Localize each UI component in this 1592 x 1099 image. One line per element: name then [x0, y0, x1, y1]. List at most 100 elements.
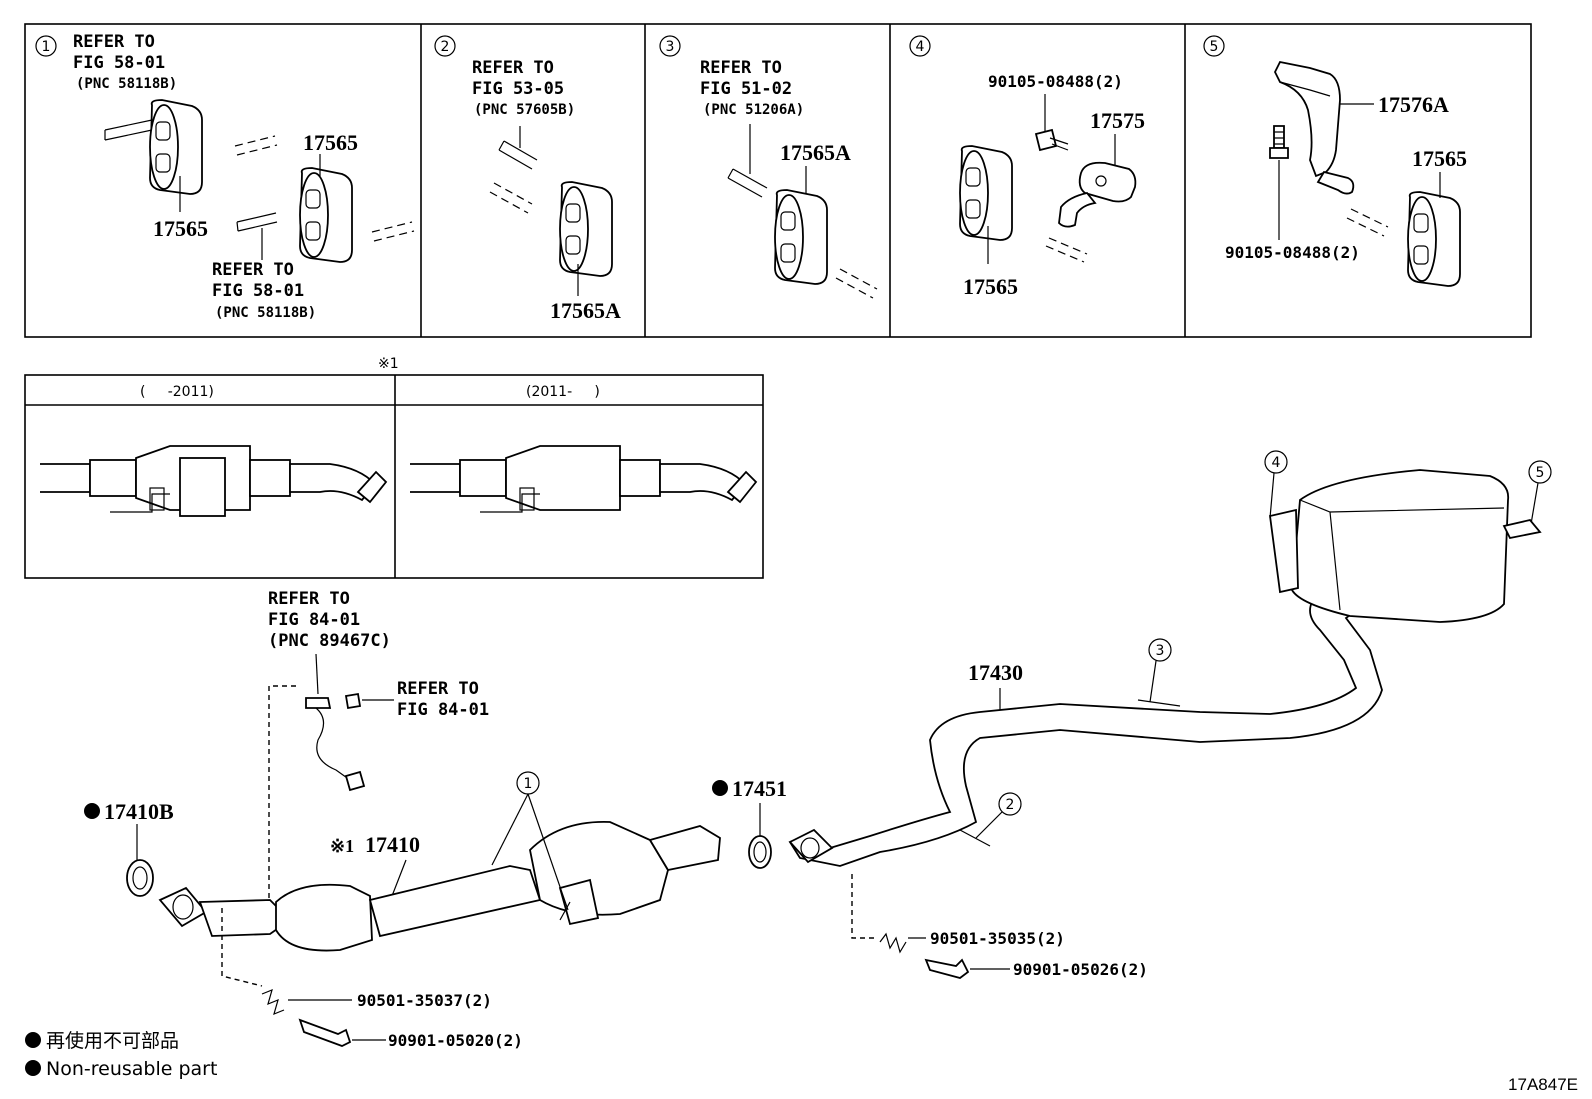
- variant-header-left: ( -2011): [140, 384, 214, 400]
- oxygen-sensor: [305, 697, 332, 709]
- callout-number: 5: [1536, 465, 1545, 481]
- part-number: 17430: [968, 660, 1023, 685]
- front-pipe-group: 17410B ※1 17410 1 90501-35037(2) 90901-0…: [84, 771, 721, 1050]
- part-number: 90105-08488(2): [988, 72, 1123, 91]
- bracket: [558, 878, 600, 926]
- non-reusable-bullet: [84, 803, 100, 819]
- refer-line-3: (PNC 51206A): [703, 102, 804, 118]
- refer-line-1: REFER TO: [268, 589, 350, 609]
- refer-line-1: REFER TO: [73, 32, 155, 52]
- oxygen-sensor-group: REFER TO FIG 84-01 (PNC 89467C) REFER TO…: [268, 589, 489, 900]
- top-panels-frame: [24, 23, 1532, 338]
- illustration-code: 17A847E: [1508, 1075, 1578, 1094]
- rubber-hanger: [559, 181, 613, 277]
- muffler-bracket: [1269, 508, 1299, 594]
- panel-number: 2: [441, 39, 450, 55]
- panel-number: 3: [666, 39, 675, 55]
- refer-line-2: FIG 58-01: [212, 281, 304, 301]
- gasket: [748, 835, 772, 869]
- rubber-hanger: [1407, 191, 1461, 287]
- part-number: 17451: [732, 776, 787, 801]
- panel-4: 4 90105-08488(2) 17575 17565: [909, 35, 1145, 299]
- bolt: [924, 958, 970, 979]
- refer-line-3: (PNC 89467C): [268, 631, 391, 651]
- gasket: [126, 859, 154, 897]
- refer-line-3: (PNC 57605B): [474, 102, 575, 118]
- part-number: 17565: [153, 216, 208, 241]
- part-number: 17565A: [780, 140, 851, 165]
- part-number: 17575: [1090, 108, 1145, 133]
- rubber-hanger: [959, 145, 1013, 241]
- part-number: 17410: [365, 832, 420, 857]
- front-pipe-mark: ※1: [330, 836, 354, 856]
- panel-2: 2 REFER TO FIG 53-05 (PNC 57605B) 17565A: [434, 35, 621, 323]
- callout-number: 4: [1272, 455, 1281, 471]
- callout-number: 2: [1006, 797, 1015, 813]
- bolt: [1269, 125, 1289, 159]
- rubber-hanger: [774, 189, 828, 285]
- pipe-rod: [498, 140, 538, 170]
- variant-mark: ※1: [378, 356, 399, 372]
- pipe-rod: [104, 119, 153, 141]
- panel-number: 1: [42, 39, 51, 55]
- refer-line-1: REFER TO: [700, 58, 782, 78]
- variant-box: ※1 ( -2011) (2011- ): [24, 356, 764, 579]
- spring: [879, 932, 907, 954]
- panel-3: 3 REFER TO FIG 51-02 (PNC 51206A) 17565A: [659, 35, 878, 299]
- spring: [261, 988, 285, 1016]
- part-number: 17576A: [1378, 92, 1449, 117]
- part-number: 17410B: [104, 799, 174, 824]
- part-number: 17565: [1412, 146, 1467, 171]
- refer-line-2: FIG 51-02: [700, 79, 792, 99]
- refer-line-1: REFER TO: [472, 58, 554, 78]
- sensor-wire: [315, 707, 351, 781]
- panel-number-circle: [35, 35, 57, 57]
- rubber-hanger: [149, 99, 203, 195]
- legend-jp: 再使用不可部品: [46, 1030, 179, 1052]
- non-reusable-bullet: [712, 780, 728, 796]
- refer-line-2: FIG 58-01: [73, 53, 165, 73]
- main-pipe: [368, 865, 542, 938]
- part-number: 17565A: [550, 298, 621, 323]
- muffler: [1291, 469, 1510, 623]
- variant-header-right: (2011- ): [526, 384, 600, 400]
- legend-en: Non-reusable part: [46, 1058, 217, 1080]
- legend: 再使用不可部品 Non-reusable part: [25, 1030, 217, 1080]
- part-number: 90105-08488(2): [1225, 243, 1360, 262]
- callout-number: 3: [1156, 643, 1165, 659]
- rubber-hanger: [299, 167, 353, 263]
- flange: [158, 886, 208, 928]
- center-gasket-group: 17451: [712, 776, 787, 869]
- panel-5: 5 17576A 90105-08488(2) 17565: [1203, 35, 1467, 287]
- catalytic-converter-old: [40, 445, 388, 517]
- panel-1: 1 REFER TO FIG 58-01 (PNC 58118B) 17565 …: [35, 32, 415, 321]
- bolt: [298, 1018, 352, 1047]
- pipe-rod: [236, 212, 278, 232]
- part-number: 17565: [303, 130, 358, 155]
- flange: [788, 828, 834, 864]
- bracket: [1273, 60, 1355, 195]
- part-number: 90901-05026(2): [1013, 960, 1148, 979]
- refer-line-2: FIG 84-01: [397, 700, 489, 720]
- refer-line-2: FIG 84-01: [268, 610, 360, 630]
- hanger-bracket: [1058, 161, 1137, 228]
- part-number: 90901-05020(2): [388, 1031, 523, 1050]
- refer-line-2: FIG 53-05: [472, 79, 564, 99]
- callout-number: 1: [524, 776, 533, 792]
- refer-line-3: (PNC 58118B): [215, 305, 316, 321]
- tail-pipe-group: 17430 4 5 3 2 90501-35035(2) 90901-05026…: [788, 450, 1552, 979]
- converter: [275, 883, 373, 952]
- part-number: 90501-35037(2): [357, 991, 492, 1010]
- resonator: [529, 821, 669, 916]
- catalytic-converter-new: [410, 445, 758, 513]
- refer-line-3: (PNC 58118B): [76, 76, 177, 92]
- panel-number: 5: [1210, 39, 1219, 55]
- part-number: 90501-35035(2): [930, 929, 1065, 948]
- part-number: 17565: [963, 274, 1018, 299]
- connector: [344, 692, 362, 710]
- panel-number: 4: [916, 39, 925, 55]
- bolt: [1034, 128, 1069, 152]
- refer-line-1: REFER TO: [212, 260, 294, 280]
- pipe-rod: [727, 168, 768, 198]
